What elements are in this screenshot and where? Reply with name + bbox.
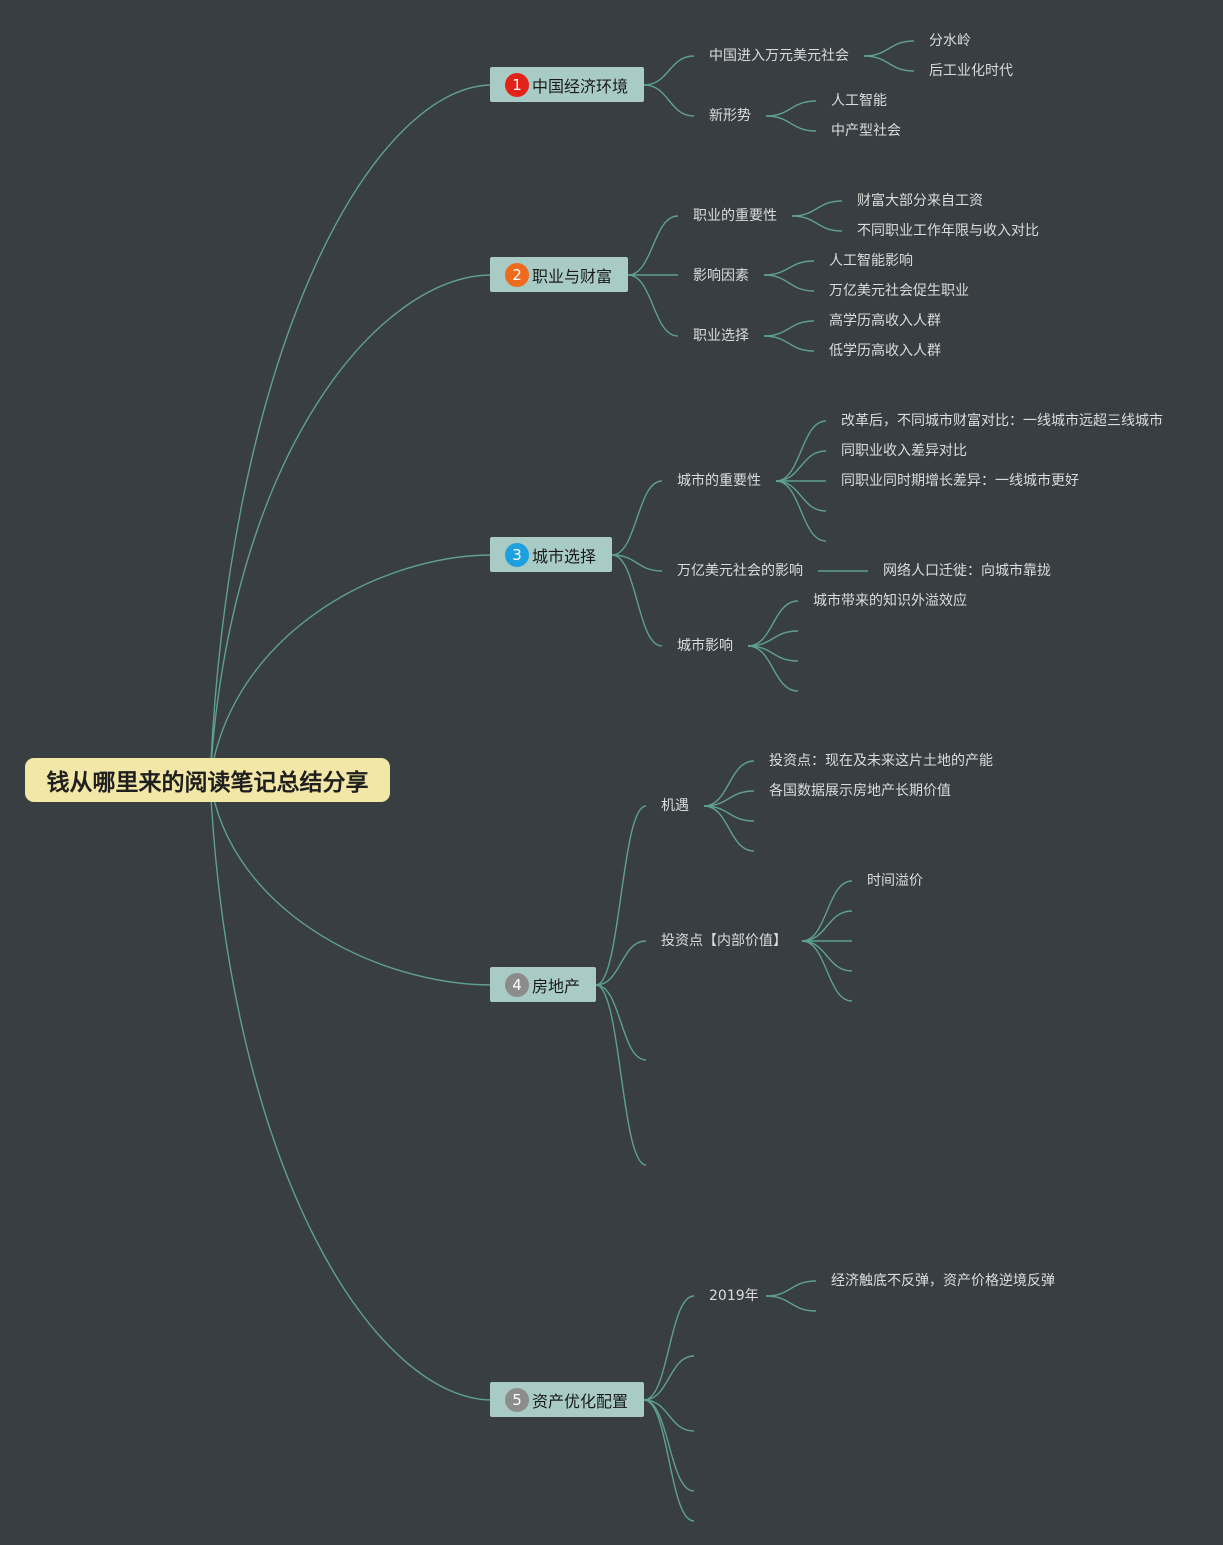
leaf-post-industrial[interactable]: 后工业化时代 xyxy=(929,63,1013,79)
leaf-connector-line xyxy=(801,940,853,1002)
leaf-high-education-high-income[interactable]: 高学历高收入人群 xyxy=(829,313,941,329)
branch-city-choice[interactable]: 3 城市选择 xyxy=(490,537,612,572)
leaf-connector-line xyxy=(801,940,853,972)
root-connector-line xyxy=(209,84,493,781)
number-badge-2: 2 xyxy=(505,262,529,287)
subtopic-career-importance[interactable]: 职业的重要性 xyxy=(693,208,777,224)
leaf-wealth-from-salary[interactable]: 财富大部分来自工资 xyxy=(857,193,983,209)
leaf-connector-line xyxy=(703,805,755,852)
root-connector-line xyxy=(209,779,493,986)
leaf-connector-line xyxy=(791,215,843,232)
subtopic-intrinsic-value[interactable]: 投资点【内部价值】 xyxy=(661,933,787,949)
connector-line xyxy=(611,554,663,647)
leaf-land-productivity[interactable]: 投资点：现在及未来这片土地的产能 xyxy=(769,753,993,769)
leaf-connector-line xyxy=(775,480,827,542)
leaf-ai[interactable]: 人工智能 xyxy=(831,93,887,109)
leaf-connector-line xyxy=(765,100,817,117)
leaf-middle-class-society[interactable]: 中产型社会 xyxy=(831,123,901,139)
connector-line xyxy=(643,84,695,117)
connector-line xyxy=(595,984,647,1166)
leaf-ai-impact[interactable]: 人工智能影响 xyxy=(829,253,913,269)
branch-career-wealth[interactable]: 2 职业与财富 xyxy=(490,257,628,292)
branch-label: 资产优化配置 xyxy=(532,1391,629,1411)
number-badge-1: 1 xyxy=(505,72,529,97)
connector-line xyxy=(595,805,647,986)
subtopic-career-choice[interactable]: 职业选择 xyxy=(693,328,749,344)
leaf-connector-line xyxy=(791,200,843,217)
root-connector-line xyxy=(209,779,493,1401)
leaf-connector-line xyxy=(747,630,799,647)
connector-line xyxy=(595,940,647,986)
branch-real-estate[interactable]: 4 房地产 xyxy=(490,967,596,1002)
leaf-connector-line xyxy=(703,790,755,807)
connector-line xyxy=(627,215,679,276)
leaf-connector-line xyxy=(765,115,817,132)
connector-line xyxy=(611,554,663,572)
leaf-connector-line xyxy=(863,40,915,57)
root-topic[interactable]: 钱从哪里来的阅读笔记总结分享 xyxy=(25,758,390,802)
leaf-low-education-high-income[interactable]: 低学历高收入人群 xyxy=(829,343,941,359)
leaf-same-career-growth[interactable]: 同职业同时期增长差异：一线城市更好 xyxy=(841,473,1079,489)
connector-line xyxy=(643,1399,695,1432)
subtopic-new-situation[interactable]: 新形势 xyxy=(709,108,751,124)
leaf-connector-line xyxy=(763,320,815,337)
subtopic-factors[interactable]: 影响因素 xyxy=(693,268,749,284)
leaf-connector-line xyxy=(747,600,799,647)
connector-line xyxy=(643,1355,695,1401)
connector-line xyxy=(643,55,695,86)
leaf-economy-rebound[interactable]: 经济触底不反弹，资产价格逆境反弹 xyxy=(831,1273,1055,1289)
branch-asset-allocation[interactable]: 5 资产优化配置 xyxy=(490,1382,644,1417)
root-connector-line xyxy=(209,274,493,781)
branch-label: 中国经济环境 xyxy=(532,76,629,96)
leaf-career-years-income[interactable]: 不同职业工作年限与收入对比 xyxy=(857,223,1039,239)
branch-label: 房地产 xyxy=(532,976,581,996)
number-badge-3: 3 xyxy=(505,542,529,567)
root-connector-line xyxy=(209,554,493,781)
branch-label: 城市选择 xyxy=(532,546,597,566)
branch-label: 职业与财富 xyxy=(532,266,613,286)
leaf-connector-line xyxy=(763,260,815,276)
leaf-watershed[interactable]: 分水岭 xyxy=(929,33,971,49)
number-badge-5: 5 xyxy=(505,1387,529,1412)
number-badge-4: 4 xyxy=(505,972,529,997)
connector-line xyxy=(643,1399,695,1492)
leaf-connector-line xyxy=(765,1295,817,1312)
leaf-time-premium[interactable]: 时间溢价 xyxy=(867,873,923,889)
leaf-connector-line xyxy=(801,880,853,942)
leaf-connector-line xyxy=(763,274,815,292)
connector-line xyxy=(595,984,647,1061)
subtopic-ten-thousand-dollar-society[interactable]: 中国进入万元美元社会 xyxy=(709,48,849,64)
subtopic-trillion-society-impact[interactable]: 万亿美元社会的影响 xyxy=(677,563,803,579)
subtopic-2019[interactable]: 2019年 xyxy=(709,1288,759,1304)
connector-line xyxy=(611,480,663,556)
subtopic-city-importance[interactable]: 城市的重要性 xyxy=(677,473,761,489)
branch-china-economy[interactable]: 1 中国经济环境 xyxy=(490,67,644,102)
leaf-connector-line xyxy=(863,55,915,72)
leaf-population-migration[interactable]: 网络人口迁徙：向城市靠拢 xyxy=(883,563,1051,579)
leaf-same-career-income[interactable]: 同职业收入差异对比 xyxy=(841,443,967,459)
leaf-long-term-value[interactable]: 各国数据展示房地产长期价值 xyxy=(769,783,951,799)
leaf-connector-line xyxy=(703,760,755,807)
connector-line xyxy=(643,1399,695,1522)
leaf-city-wealth-comparison[interactable]: 改革后，不同城市财富对比：一线城市远超三线城市 xyxy=(841,413,1163,429)
leaf-connector-line xyxy=(775,450,827,482)
leaf-connector-line xyxy=(775,480,827,512)
subtopic-city-influence[interactable]: 城市影响 xyxy=(677,638,733,654)
connector-line xyxy=(627,274,679,337)
leaf-new-careers[interactable]: 万亿美元社会促生职业 xyxy=(829,283,969,299)
leaf-connector-line xyxy=(775,420,827,482)
leaf-knowledge-spillover[interactable]: 城市带来的知识外溢效应 xyxy=(813,593,967,609)
leaf-connector-line xyxy=(765,1280,817,1297)
subtopic-opportunity[interactable]: 机遇 xyxy=(661,798,689,814)
leaf-connector-line xyxy=(747,645,799,692)
connector-line xyxy=(643,1295,695,1401)
leaf-connector-line xyxy=(801,910,853,942)
leaf-connector-line xyxy=(763,335,815,352)
